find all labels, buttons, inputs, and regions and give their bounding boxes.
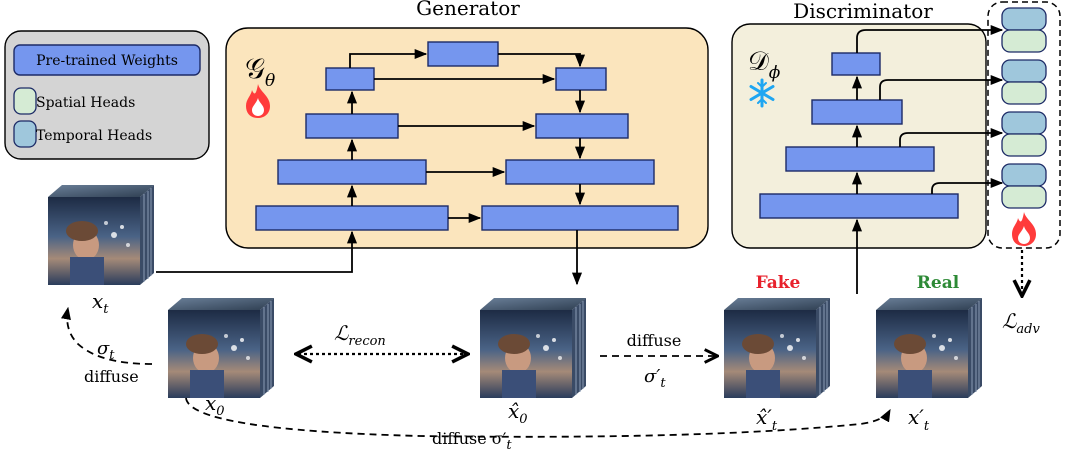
video-x0-hat [479,297,587,399]
spatial-head-3 [1001,133,1047,157]
label-xt-hat-prime: x̂′t [756,405,778,434]
label-diffuse-bottom: diffuse σ′t [432,429,512,453]
label-x-t: xt [92,289,109,317]
decoder-block-4 [555,67,607,91]
video-xt-hat-prime [723,297,831,399]
label-l-adv: ℒadv [1002,309,1040,337]
legend-pretrained-label: Pre-trained Weights [36,53,178,69]
label-sigma-t: σt [97,338,115,363]
temporal-head-2 [1001,59,1047,83]
disc-block-3 [811,99,903,125]
diffuse-x0-to-xt-prime-arrow [185,397,891,438]
label-x-0: x0 [205,391,225,419]
fire-icon [246,84,270,118]
legend: Pre-trained Weights Spatial Heads Tempor… [4,30,210,160]
diffuse-x0-to-xt-arrow [61,306,153,365]
snowflake-icon [749,78,775,108]
spatial-head-4 [1001,185,1047,209]
decoder-block-3 [535,113,629,139]
label-real: Real [917,273,960,293]
temporal-head-1 [1001,7,1047,31]
label-diffuse-left: diffuse [84,367,139,386]
heads-dashed-box [987,1,1061,249]
bottleneck-block [427,41,499,67]
legend-pretrained-swatch [13,44,201,76]
disc-block-1 [759,193,959,219]
encoder-block-2 [277,159,427,185]
encoder-block-1 [255,205,449,231]
discriminator-title: Discriminator [793,0,933,23]
decoder-block-2 [505,159,655,185]
discriminator: Discriminator 𝒟ϕ [731,0,1004,294]
label-l-recon: ℒrecon [334,321,386,349]
temporal-head-4 [1001,163,1047,187]
temporal-head-3 [1001,111,1047,135]
encoder-block-4 [325,67,375,91]
fire-icon [1012,212,1036,246]
legend-temporal-label: Temporal Heads [36,128,152,144]
generator-symbol: 𝒢θ [245,52,275,91]
label-xt-prime: x′t [908,405,930,434]
video-x-t [47,184,155,286]
label-diffuse-mid: diffuse [627,331,682,350]
legend-spatial-swatch [13,87,37,115]
discriminator-connections [851,24,1004,294]
discriminator-symbol: 𝒟ϕ [748,47,781,83]
generator-connections [156,48,586,286]
label-fake: Fake [756,273,801,293]
disc-block-2 [785,146,935,172]
legend-temporal-swatch [13,120,37,148]
generator: Generator 𝒢θ [156,0,709,286]
decoder-block-1 [481,205,679,231]
label-x0-hat: x̂0 [508,399,528,427]
spatial-head-1 [1001,29,1047,53]
legend-spatial-label: Spatial Heads [36,95,135,111]
disc-block-4 [831,52,881,76]
label-sigma-prime: σ′t [644,366,666,391]
encoder-block-3 [305,113,399,139]
video-x-0 [167,297,275,399]
video-xt-prime [875,297,983,399]
discriminator-heads [987,1,1061,294]
spatial-head-2 [1001,81,1047,105]
generator-title: Generator [416,0,520,20]
